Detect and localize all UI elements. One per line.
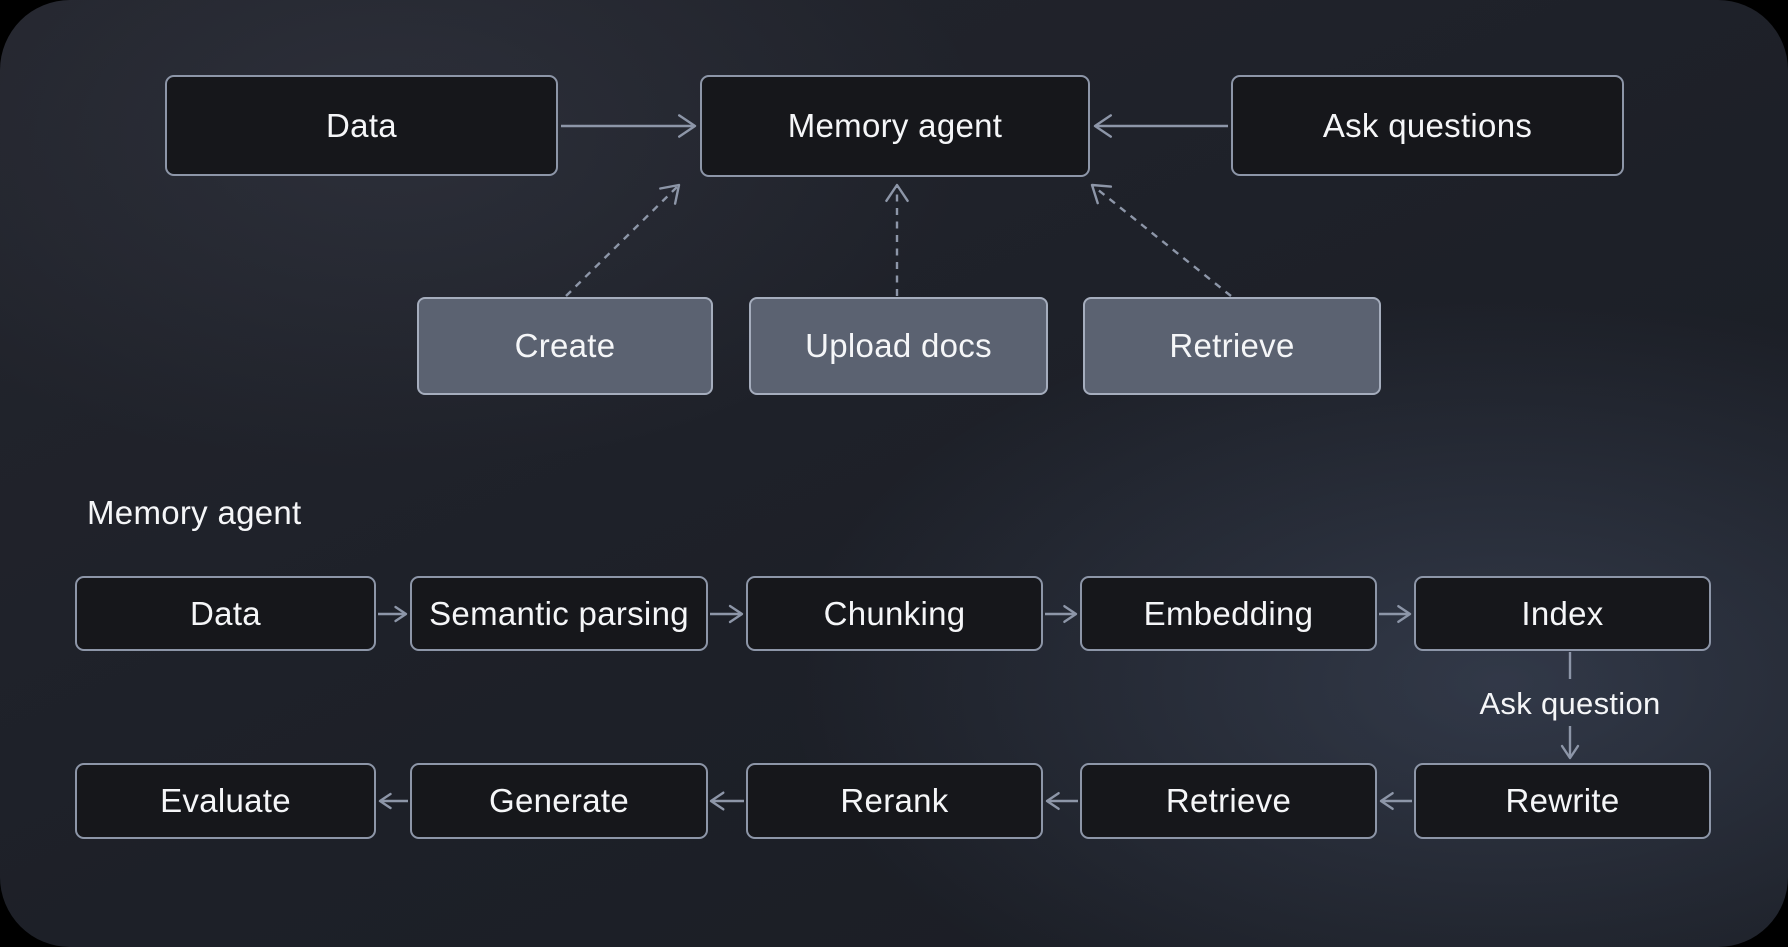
node-data-pipeline: Data: [75, 576, 376, 651]
edge-head-retrieve-to-rerank: [1045, 792, 1060, 810]
edge-head-upload-to-memory: [885, 183, 909, 202]
edge-label-ask-question: Ask question: [1479, 686, 1661, 721]
node-ask-questions: Ask questions: [1231, 75, 1624, 176]
node-data-top: Data: [165, 75, 558, 176]
edge-head-data-to-memory: [678, 114, 697, 138]
section-label-memory-agent: Memory agent: [87, 494, 302, 531]
node-retrieve-top: Retrieve: [1083, 297, 1381, 395]
node-semantic-parsing: Semantic parsing: [410, 576, 708, 651]
edge-head-rewrite-to-retrieve: [1379, 792, 1394, 810]
node-rerank: Rerank: [746, 763, 1043, 839]
edge-head-ask-to-memory: [1093, 114, 1112, 138]
node-generate: Generate: [410, 763, 708, 839]
node-chunking: Chunking: [746, 576, 1043, 651]
edge-head-retrieve-to-memory: [1090, 183, 1113, 205]
node-memory-agent: Memory agent: [700, 75, 1090, 177]
edge-head-rerank-to-generate: [709, 791, 725, 811]
node-embedding: Embedding: [1080, 576, 1377, 651]
edge-head-ask-label-to-rewrite: [1560, 744, 1580, 760]
node-evaluate: Evaluate: [75, 763, 376, 839]
edge-head-embedding-to-index: [1397, 605, 1412, 623]
edge-create-to-memory: [565, 184, 680, 297]
edge-head-chunking-to-embedding: [1063, 605, 1078, 623]
edge-head-semantic-to-chunking: [728, 604, 744, 624]
edge-head-generate-to-evaluate: [378, 792, 392, 810]
node-retrieve-pipeline: Retrieve: [1080, 763, 1377, 839]
edge-head-data-to-semantic: [394, 605, 408, 623]
node-create: Create: [417, 297, 713, 395]
node-upload-docs: Upload docs: [749, 297, 1048, 395]
node-rewrite: Rewrite: [1414, 763, 1711, 839]
node-index: Index: [1414, 576, 1711, 651]
edge-retrieve-to-memory: [1091, 184, 1232, 297]
edge-head-create-to-memory: [659, 183, 681, 205]
